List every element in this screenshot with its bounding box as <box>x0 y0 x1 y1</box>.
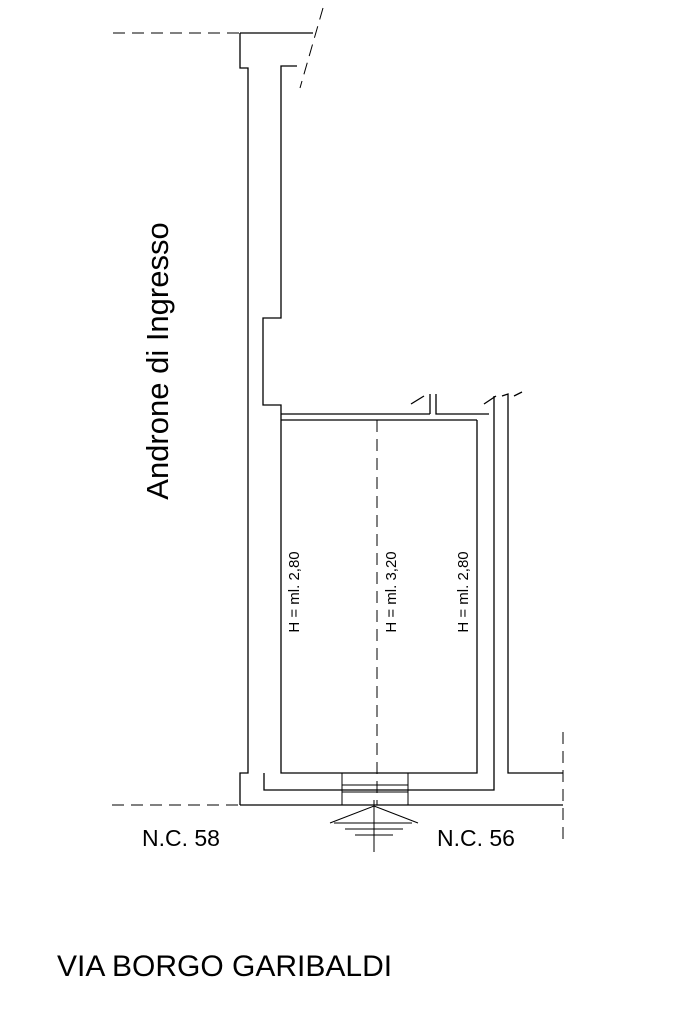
room-height-center: H = ml. 3,20 <box>383 551 400 632</box>
corridor-walls <box>239 32 313 805</box>
civic-number-right: N.C. 56 <box>437 825 515 851</box>
entrance-arrow-icon <box>329 800 419 852</box>
top-right-break-line <box>299 7 324 89</box>
street-name: VIA BORGO GARIBALDI <box>57 950 392 983</box>
street-facade <box>112 732 564 840</box>
shop-room <box>263 414 563 791</box>
partition-wall-top <box>281 391 523 421</box>
room-height-right: H = ml. 2,80 <box>455 551 472 632</box>
corridor-label: Androne di Ingresso <box>140 222 175 499</box>
entrance-steps <box>341 772 409 806</box>
civic-number-left: N.C. 58 <box>142 825 220 851</box>
room-height-left: H = ml. 2,80 <box>286 551 303 632</box>
